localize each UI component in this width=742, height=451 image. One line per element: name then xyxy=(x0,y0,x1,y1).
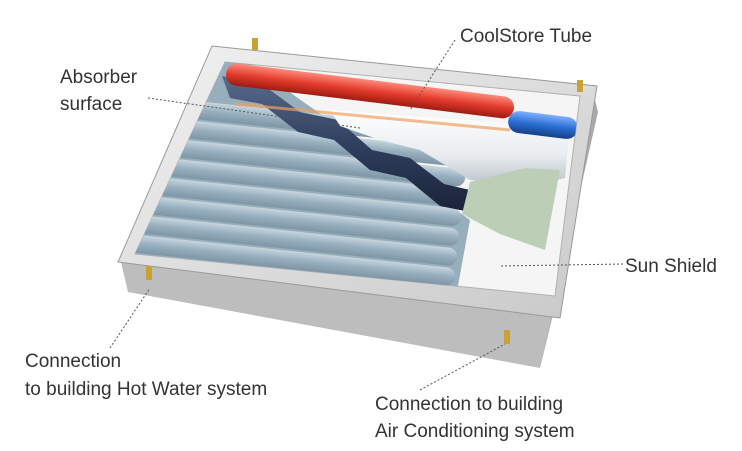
coolstore-tube-blue xyxy=(508,111,578,139)
coolstore-tube-red xyxy=(225,63,515,119)
label-air-con-line1: Connection to building xyxy=(375,394,564,415)
label-air-con-line2: Air Conditioning system xyxy=(375,421,575,442)
label-sun-shield: Sun Shield xyxy=(625,256,717,277)
brass-connector-icon xyxy=(146,38,583,344)
label-absorber-line2: surface xyxy=(60,94,123,115)
leader-sun-shield xyxy=(499,263,624,267)
leader-lines xyxy=(109,39,624,391)
label-absorber-line1: Absorber xyxy=(60,67,138,88)
leader-coolstore xyxy=(409,39,456,111)
sun-shield-panel xyxy=(462,168,560,250)
label-hot-water-line2: to building Hot Water system xyxy=(25,379,268,400)
label-hot-water-line1: Connection xyxy=(25,351,122,372)
label-coolstore-tube: CoolStore Tube xyxy=(460,26,593,47)
leader-hot-water xyxy=(109,287,151,349)
frame-side xyxy=(120,258,555,368)
leader-air-con xyxy=(419,343,506,391)
